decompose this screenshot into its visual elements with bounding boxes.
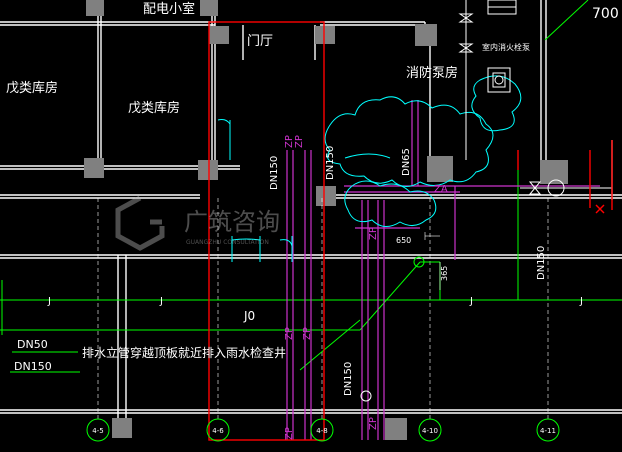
legend-dn150: DN150 [14, 360, 52, 373]
zp-label: ZP [284, 135, 295, 148]
axis-bubble-4-6 [206, 418, 230, 442]
axis-bubble-4-11 [536, 418, 560, 442]
axis-bubble-4-5 [86, 418, 110, 442]
room-labels: 配电小室 门厅 戊类库房 戊类库房 消防泵房 室内消火栓泵 700 [6, 1, 619, 116]
pipe-label-dn150-right: DN150 [536, 246, 547, 280]
equipment-symbols [360, 0, 612, 402]
corner-number: 700 [592, 6, 619, 22]
j-label: J [579, 296, 583, 307]
structural-columns [84, 0, 568, 440]
drainage-note: 排水立管穿越顶板就近排入雨水检查井 [82, 345, 286, 360]
zp-label: ZP [284, 327, 295, 340]
axis-bubble-4-10 [418, 418, 442, 442]
za-label: ZA [434, 184, 448, 195]
axis-label-4-5: 4-5 [92, 427, 103, 435]
j-labels: J J J0 J J [47, 296, 583, 323]
pipe-labels: DN150 DN150 DN65 DN150 DN150 650 365 [269, 146, 547, 396]
axis-label-4-10: 4-10 [422, 427, 438, 435]
dimension-365: 365 [440, 266, 449, 281]
axis-label-4-8: 4-8 [316, 427, 327, 435]
fire-sprinkler-pipes [286, 100, 600, 440]
cyan-elements [217, 75, 522, 262]
grid-axis-lines [97, 198, 549, 420]
watermark-sub: GUANGZHU CONSULTATION [186, 239, 269, 246]
axis-bubbles [86, 418, 560, 442]
watermark: 广筑咨询 GUANGZHU CONSULTATION [115, 195, 280, 251]
dimension-lines [424, 232, 441, 290]
zp-label: ZP [368, 227, 379, 240]
watermark-logo-icon [115, 195, 165, 251]
room-label-distribution: 配电小室 [143, 1, 195, 17]
watermark-name: 广筑咨询 [184, 208, 280, 236]
hydrant-pump-label: 室内消火栓泵 [482, 42, 530, 52]
pipe-label-dn65: DN65 [401, 148, 412, 176]
zp-label: ZP [294, 135, 305, 148]
pipe-label-dn150-lower: DN150 [343, 362, 354, 396]
j-label: J [47, 296, 51, 307]
highlight-box [208, 21, 325, 441]
zp-label: ZP [368, 417, 379, 430]
dimension-650: 650 [396, 236, 411, 245]
pipe-label-dn150-b: DN150 [325, 146, 336, 180]
legend: DN50 DN150 [12, 338, 78, 373]
zp-label: ZP [302, 327, 313, 340]
j-label: J [469, 296, 473, 307]
j0-label: J0 [243, 309, 255, 323]
room-label-storage-mid: 戊类库房 [128, 100, 180, 116]
axis-label-4-6: 4-6 [212, 427, 224, 435]
axis-bubble-4-8 [310, 418, 334, 442]
legend-dn50: DN50 [17, 338, 48, 351]
zp-label: ZP [284, 427, 295, 440]
pipe-label-dn150-a: DN150 [269, 156, 280, 190]
j-label: J [159, 296, 163, 307]
zp-labels: ZP ZP ZP ZP ZP ZP ZP ZA [284, 135, 448, 440]
room-label-pump-room: 消防泵房 [406, 65, 458, 81]
room-label-storage-left: 戊类库房 [6, 80, 58, 96]
axis-label-4-11: 4-11 [540, 427, 556, 435]
red-markers [208, 21, 613, 441]
room-label-lobby: 门厅 [247, 34, 273, 49]
axis-labels: 4-5 4-6 4-8 4-10 4-11 [92, 427, 556, 435]
